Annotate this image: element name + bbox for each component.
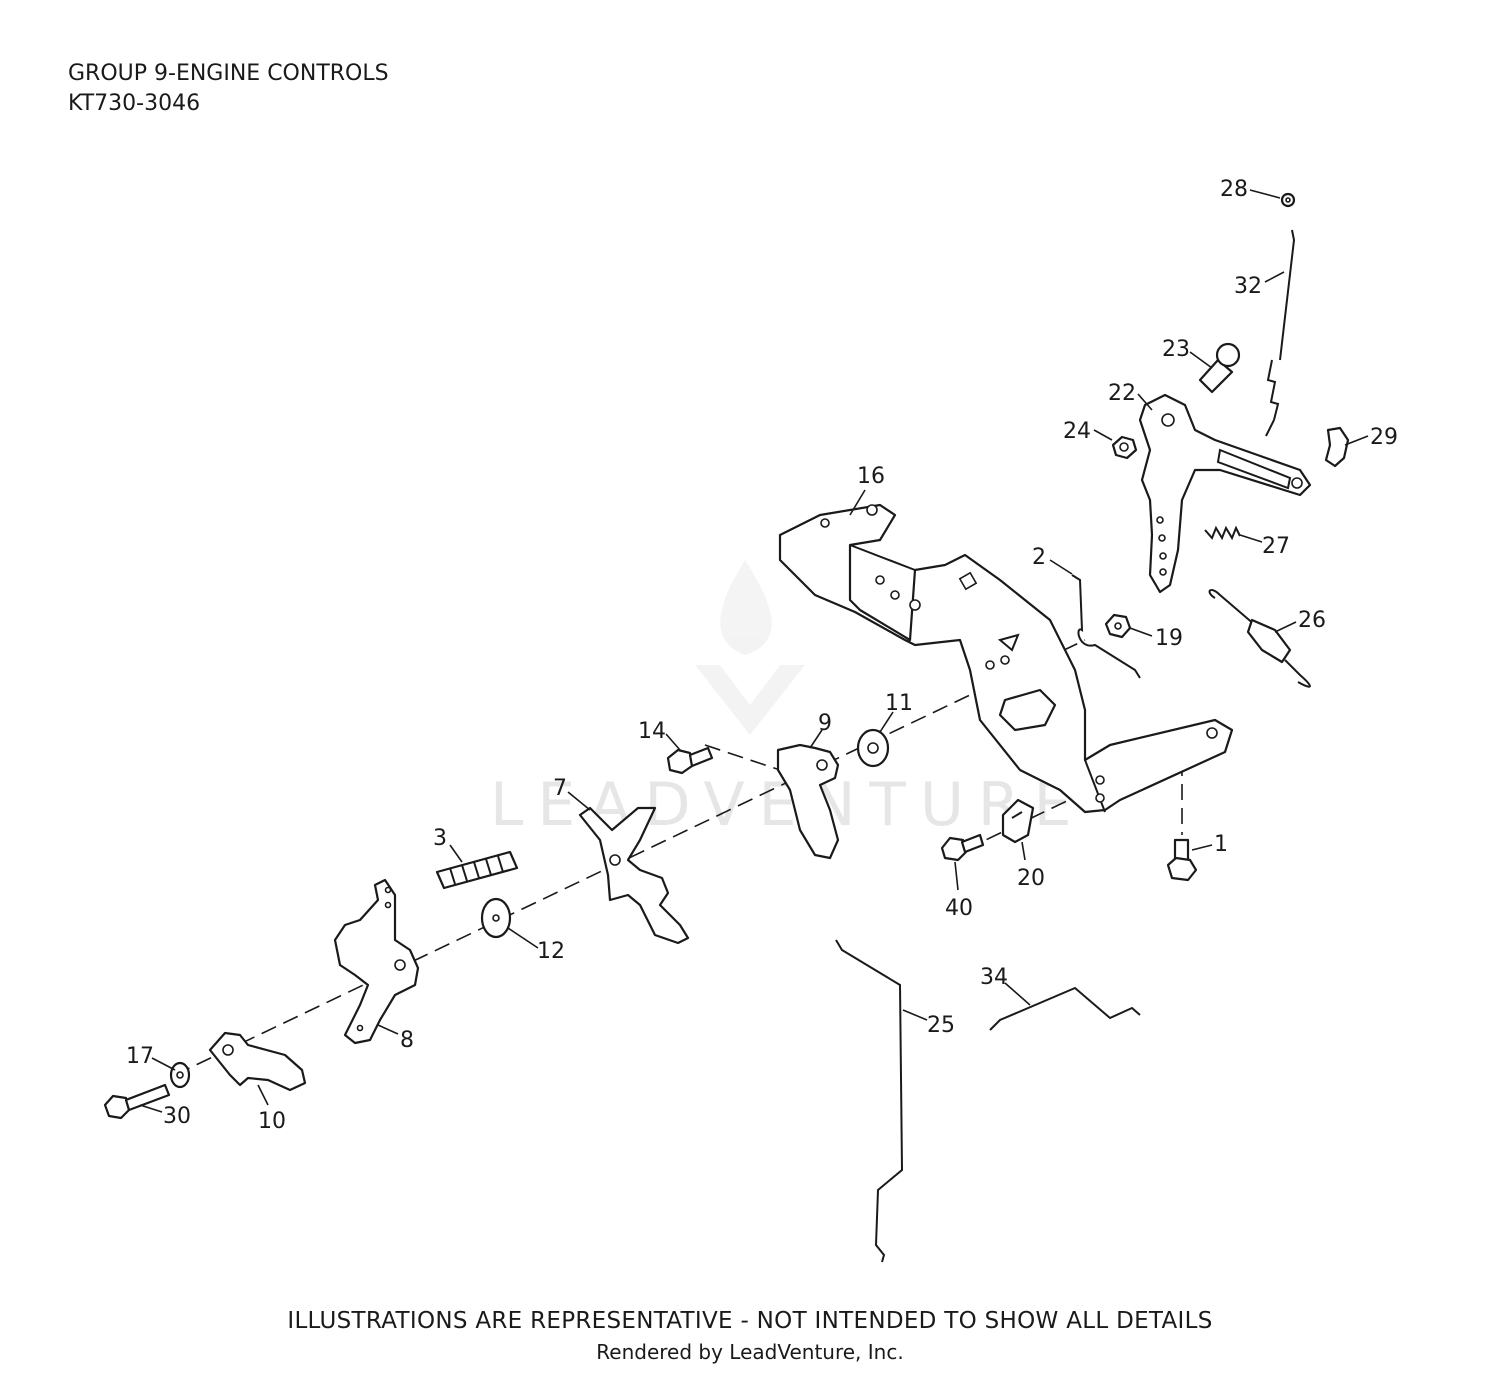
callout-labels: 28 32 23 22 24 29 16 27 2 26 19 11 9 14 … — [126, 177, 1398, 1134]
part-7-bracket-lever — [578, 806, 690, 945]
part-23-knob — [1198, 342, 1241, 394]
callout-16: 16 — [857, 464, 885, 489]
callout-28: 28 — [1220, 177, 1248, 202]
part-10-plate — [208, 1031, 307, 1092]
part-1-shoulder-bolt — [1166, 838, 1198, 882]
part-26-spring — [1208, 588, 1311, 688]
diagram-model-number: KT730-3046 — [68, 91, 201, 116]
part-20-clip — [1001, 798, 1035, 844]
callout-32: 32 — [1234, 274, 1262, 299]
part-22-throttle-lever — [1138, 393, 1312, 594]
callout-14: 14 — [638, 719, 666, 744]
part-12-washer — [480, 897, 512, 939]
callout-17: 17 — [126, 1044, 154, 1069]
callout-23: 23 — [1162, 337, 1190, 362]
callout-2: 2 — [1032, 545, 1046, 570]
callout-9: 9 — [818, 711, 832, 736]
part-28-screw — [1280, 192, 1296, 208]
part-30-bolt — [103, 1083, 171, 1120]
callout-34: 34 — [980, 965, 1008, 990]
part-8-throttle-plate — [333, 878, 420, 1045]
callout-1: 1 — [1214, 832, 1228, 857]
part-9-cam-lever — [776, 743, 840, 860]
credit-text: Rendered by LeadVenture, Inc. — [596, 1340, 904, 1364]
part-29-clip — [1324, 426, 1350, 468]
part-27-spring — [1204, 525, 1241, 541]
diagram-group-title: GROUP 9-ENGINE CONTROLS — [68, 61, 389, 86]
disclaimer-text: ILLUSTRATIONS ARE REPRESENTATIVE - NOT I… — [287, 1308, 1213, 1334]
callout-10: 10 — [258, 1109, 286, 1134]
callout-29: 29 — [1370, 425, 1398, 450]
part-11-washer — [856, 728, 890, 768]
callout-22: 22 — [1108, 381, 1136, 406]
callout-27: 27 — [1262, 534, 1290, 559]
part-25-rod — [835, 939, 904, 1263]
watermark-text: LEADVENTURE — [490, 770, 1086, 840]
callout-8: 8 — [400, 1028, 414, 1053]
bolt-axis-line-14 — [704, 744, 781, 771]
callout-30: 30 — [163, 1104, 191, 1129]
part-16-control-bracket — [778, 503, 1234, 814]
callout-19: 19 — [1155, 626, 1183, 651]
part-19-nut — [1104, 613, 1132, 639]
callout-26: 26 — [1298, 608, 1326, 633]
callout-leader-lines — [139, 189, 1369, 1113]
watermark-logo-icon — [695, 560, 805, 735]
callout-3: 3 — [433, 826, 447, 851]
part-40-bolt — [940, 833, 985, 862]
part-32-rod-spring — [1265, 229, 1296, 437]
callout-20: 20 — [1017, 866, 1045, 891]
part-2-wire-spring — [1071, 574, 1141, 679]
callout-11: 11 — [885, 691, 913, 716]
callout-40: 40 — [945, 896, 973, 921]
callout-24: 24 — [1063, 419, 1091, 444]
callout-12: 12 — [537, 939, 565, 964]
part-24-nut — [1111, 435, 1138, 460]
part-14-bolt — [666, 746, 714, 775]
callout-7: 7 — [553, 776, 567, 801]
part-17-washer — [169, 1061, 191, 1089]
callout-25: 25 — [927, 1013, 955, 1038]
part-3-spring — [435, 850, 519, 890]
part-34-rod — [989, 986, 1141, 1031]
